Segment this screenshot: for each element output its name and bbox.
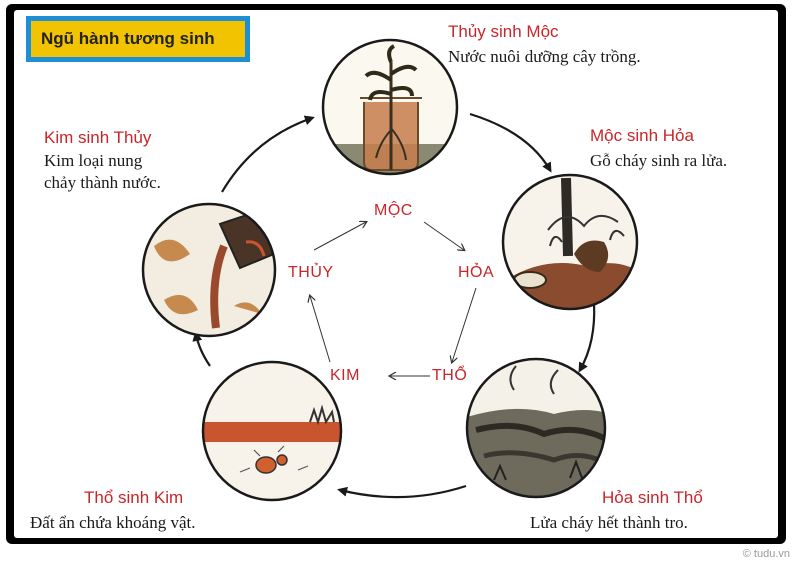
element-label-kim: KIM [330,367,360,384]
circle-thuy-sinh-moc [321,38,459,176]
inner-arrow-moc-hoa [423,221,464,250]
cycle-diagram [141,38,639,502]
element-label-tho: THỔ [432,367,468,384]
inner-arrow-hoa-tho [452,287,477,362]
element-label-thuy: THỦY [288,264,334,281]
element-label-hoa: HỎA [458,264,495,281]
caption-title-kim-sinh-thuy: Kim sinh Thủy [44,128,152,147]
arrow-tho-to-kim [337,484,467,499]
diagram-title: Ngũ hành tương sinh [31,21,245,57]
caption-title-hoa-sinh-tho: Hỏa sinh Thổ [602,488,703,507]
illustration-burning-wood [503,175,637,309]
circle-kim-sinh-thuy [141,202,277,338]
circle-tho-sinh-kim [201,360,343,502]
caption-text-thuy-sinh-moc: Nước nuôi dưỡng cây trồng. [448,47,641,66]
caption-text-kim-sinh-thuy-line1: Kim loại nung [44,151,143,170]
caption-text-hoa-sinh-tho: Lửa cháy hết thành tro. [530,513,688,532]
title-banner: Ngũ hành tương sinh [26,16,250,62]
element-label-moc: MỘC [374,202,413,219]
caption-title-thuy-sinh-moc: Thủy sinh Mộc [448,22,559,41]
watermark: © tudu.vn [742,548,790,560]
caption-text-moc-sinh-hoa: Gỗ cháy sinh ra lửa. [590,151,728,170]
caption-text-kim-sinh-thuy-line2: chảy thành nước. [44,173,161,192]
arrow-moc-to-hoa [469,112,552,173]
inner-arrow-thuy-moc [313,222,366,251]
caption-title-tho-sinh-kim: Thổ sinh Kim [84,488,184,507]
caption-text-tho-sinh-kim: Đất ẩn chứa khoáng vật. [30,513,196,532]
illustration-earth-mineral [203,362,341,500]
inner-arrow-kim-thuy [310,296,331,363]
arrow-kim-to-thuy [192,331,211,367]
illustration-ash-ground [467,359,605,497]
illustration-molten-metal [143,204,275,336]
arrow-hoa-to-tho [578,302,596,373]
circle-hoa-sinh-tho [465,357,607,499]
diagram-board: Ngũ hành tương sinh [14,10,778,538]
circle-moc-sinh-hoa [501,173,639,311]
arrow-thuy-to-moc [221,115,315,193]
caption-title-moc-sinh-hoa: Mộc sinh Hỏa [590,126,694,145]
